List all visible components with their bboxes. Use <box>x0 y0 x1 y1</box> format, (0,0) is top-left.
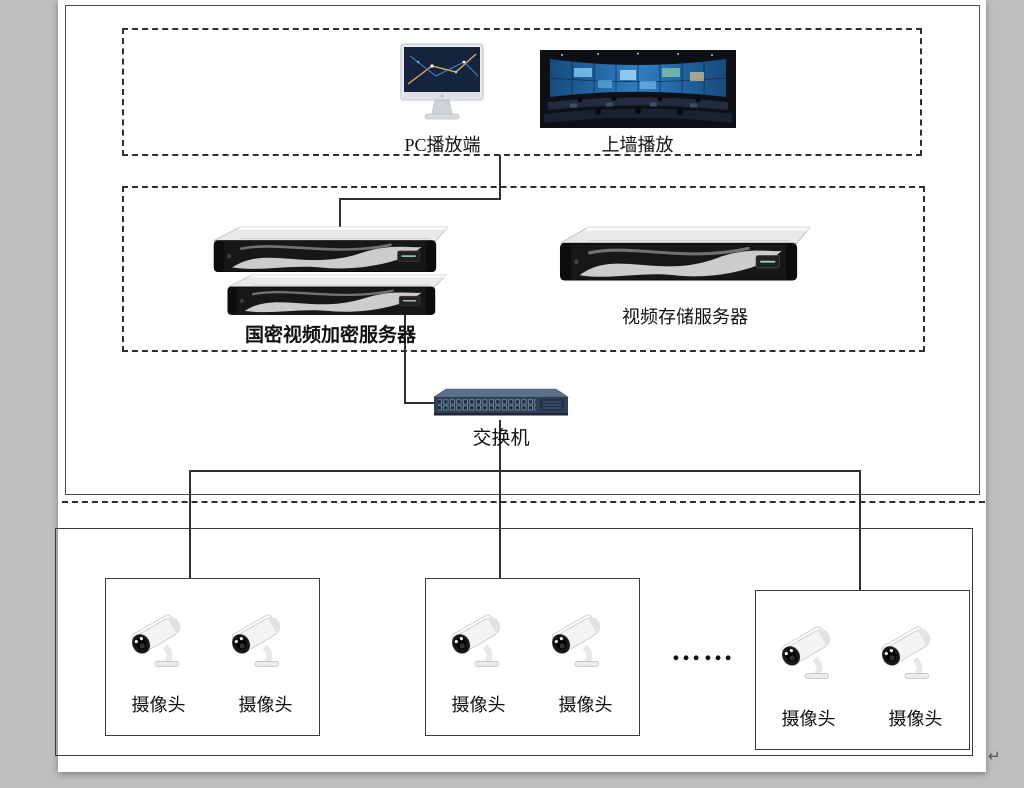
playback-dashed-box <box>122 28 922 156</box>
switch-label: 交换机 <box>472 428 530 449</box>
pc-to-server-connector-vertical-2 <box>339 198 341 240</box>
camera-icon <box>124 611 194 673</box>
storage-server-label: 视频存储服务器 <box>622 307 748 327</box>
wall-display-label: 上墙播放 <box>601 135 674 155</box>
camera-icon <box>874 623 944 685</box>
server-dashed-box <box>122 186 925 352</box>
encryption-server-1-icon <box>210 226 452 280</box>
camera-icon <box>224 611 294 673</box>
camera-icon <box>444 611 514 673</box>
camera-label: 摄像头 <box>558 695 613 715</box>
network-switch-icon <box>433 388 569 416</box>
camera-group-box-3: 摄像头 摄像头 <box>755 590 970 750</box>
camera-label: 摄像头 <box>781 709 836 729</box>
pc-monitor-icon <box>400 43 484 120</box>
encryption-server-label: 国密视频加密服务器 <box>244 325 416 346</box>
camera-icon <box>544 611 614 673</box>
top-architecture-box <box>65 5 980 495</box>
camera-group3-drop-line <box>859 470 861 590</box>
storage-server-icon <box>556 226 814 290</box>
pc-playback-label: PC播放端 <box>404 135 481 155</box>
camera-icon <box>774 623 844 685</box>
camera-group1-drop-line <box>189 470 191 578</box>
camera-group-box-2: 摄像头 摄像头 <box>425 578 640 736</box>
camera-group-box-1: 摄像头 摄像头 <box>105 578 320 736</box>
ellipsis-text: …… <box>671 634 735 667</box>
camera-label: 摄像头 <box>131 695 186 715</box>
camera-trunk-horizontal <box>189 470 861 472</box>
camera-label: 摄像头 <box>888 709 943 729</box>
camera-label: 摄像头 <box>238 695 293 715</box>
server-to-switch-connector-horizontal <box>404 402 460 404</box>
pc-to-server-connector-horizontal <box>339 198 501 200</box>
section-divider-dashed-line <box>62 501 985 503</box>
document-page <box>58 0 986 772</box>
camera-section-box <box>55 528 973 756</box>
return-mark-icon: ↵ <box>988 747 1001 765</box>
video-wall-photo <box>540 50 736 128</box>
switch-downlink-vertical <box>499 420 501 472</box>
server-to-switch-connector-vertical <box>404 312 406 404</box>
camera-label: 摄像头 <box>451 695 506 715</box>
pc-to-server-connector-vertical-1 <box>499 155 501 200</box>
encryption-server-2-icon <box>224 274 450 322</box>
camera-group2-drop-line <box>499 470 501 578</box>
encryption-server-stack-icon <box>208 226 453 326</box>
